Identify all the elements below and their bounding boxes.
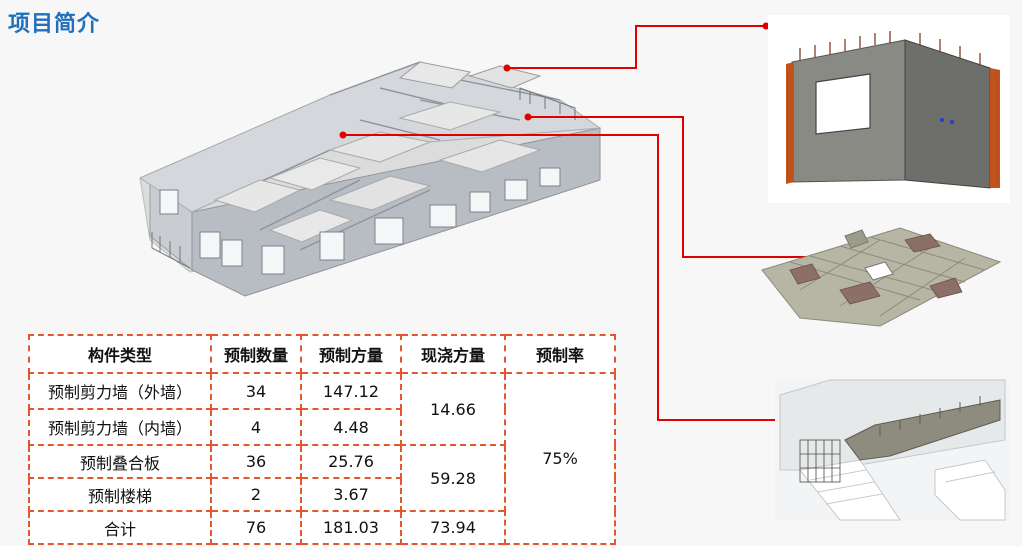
table-header-cell: 预制方量 xyxy=(300,334,402,374)
connector-lines xyxy=(343,25,840,421)
prefab-rate-cell: 75% xyxy=(504,372,616,545)
prefab-count-cell: 76 xyxy=(210,510,302,545)
table-row: 预制剪力墙（外墙） 34 147.12 14.66 75% xyxy=(28,372,616,545)
composite-slab-illustration xyxy=(761,227,1002,327)
prefab-component-table: 构件类型 预制数量 预制方量 现浇方量 预制率 预制剪力墙（外墙） 34 147… xyxy=(28,334,616,545)
cast-in-place-volume-cell: 59.28 xyxy=(400,444,506,512)
table-header-cell: 现浇方量 xyxy=(400,334,506,374)
component-type-cell: 预制叠合板 xyxy=(28,444,212,479)
page-title: 项目简介 xyxy=(8,12,101,37)
component-type-cell: 合计 xyxy=(28,510,212,545)
building-model-illustration xyxy=(138,61,602,297)
cast-in-place-volume-cell: 73.94 xyxy=(400,510,506,545)
table-total-row: 合计 76 181.03 73.94 xyxy=(28,510,615,545)
precast-stair-illustration xyxy=(775,379,1010,521)
prefab-volume-cell: 3.67 xyxy=(300,477,402,512)
table-header-cell: 预制数量 xyxy=(210,334,302,374)
prefab-count-cell: 4 xyxy=(210,408,302,446)
prefab-volume-cell: 181.03 xyxy=(300,510,402,545)
prefab-count-cell: 36 xyxy=(210,444,302,479)
component-type-cell: 预制剪力墙（外墙） xyxy=(28,372,212,410)
shear-wall-panel-illustration xyxy=(768,15,1010,203)
cast-in-place-volume-cell: 14.66 xyxy=(400,372,506,446)
component-type-cell: 预制剪力墙（内墙） xyxy=(28,408,212,446)
table-header-cell: 构件类型 xyxy=(28,334,212,374)
component-type-cell: 预制楼梯 xyxy=(28,477,212,512)
table-row: 预制剪力墙（内墙） 4 4.48 xyxy=(28,408,615,446)
table-header-row: 构件类型 预制数量 预制方量 现浇方量 预制率 xyxy=(28,334,616,374)
prefab-count-cell: 34 xyxy=(210,372,302,410)
prefab-count-cell: 2 xyxy=(210,477,302,512)
table-header-cell: 预制率 xyxy=(504,334,616,374)
table-row: 预制楼梯 2 3.67 xyxy=(28,477,615,512)
prefab-volume-cell: 4.48 xyxy=(300,408,402,446)
prefab-volume-cell: 25.76 xyxy=(300,444,402,479)
prefab-volume-cell: 147.12 xyxy=(300,372,402,410)
table-row: 预制叠合板 36 25.76 59.28 xyxy=(28,444,615,512)
